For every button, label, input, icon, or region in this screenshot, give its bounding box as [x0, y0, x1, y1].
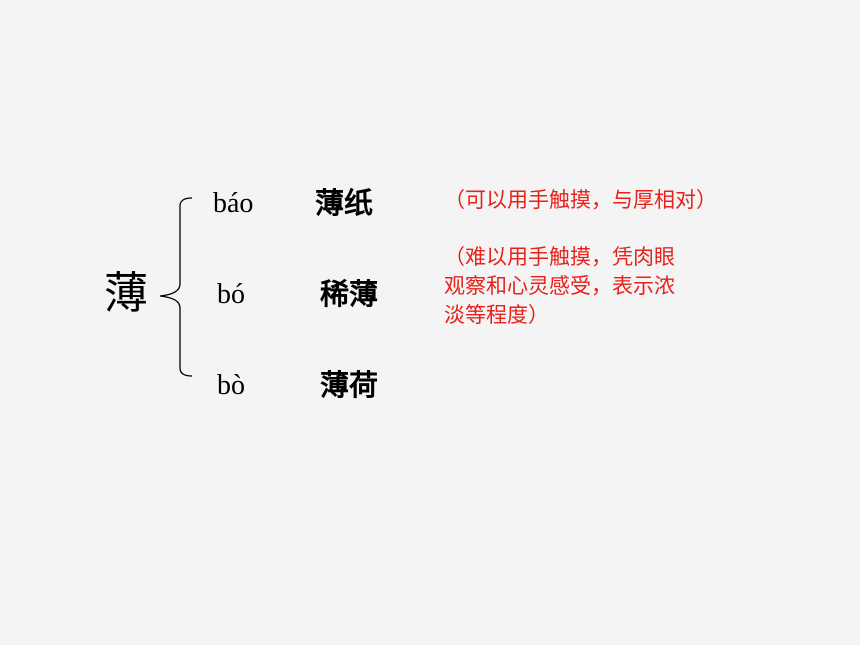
note-reading-2: （难以用手触摸，凭肉眼 观察和心灵感受，表示浓 淡等程度） — [444, 243, 675, 330]
note-line: （难以用手触摸，凭肉眼 — [444, 245, 675, 269]
word-reading-2: 稀薄 — [320, 277, 379, 311]
main-character: 薄 — [104, 268, 148, 319]
note-reading-1: （可以用手触摸，与厚相对） — [444, 186, 717, 215]
note-line: 淡等程度） — [444, 303, 549, 327]
note-line: （可以用手触摸，与厚相对） — [444, 188, 717, 212]
word-reading-1: 薄纸 — [315, 186, 374, 220]
word-reading-3: 薄荷 — [320, 368, 379, 402]
curly-brace — [159, 197, 193, 377]
note-line: 观察和心灵感受，表示浓 — [444, 274, 675, 298]
pinyin-reading-3: bò — [217, 370, 245, 401]
pinyin-reading-2: bó — [217, 279, 245, 310]
pinyin-reading-1: báo — [213, 188, 254, 219]
